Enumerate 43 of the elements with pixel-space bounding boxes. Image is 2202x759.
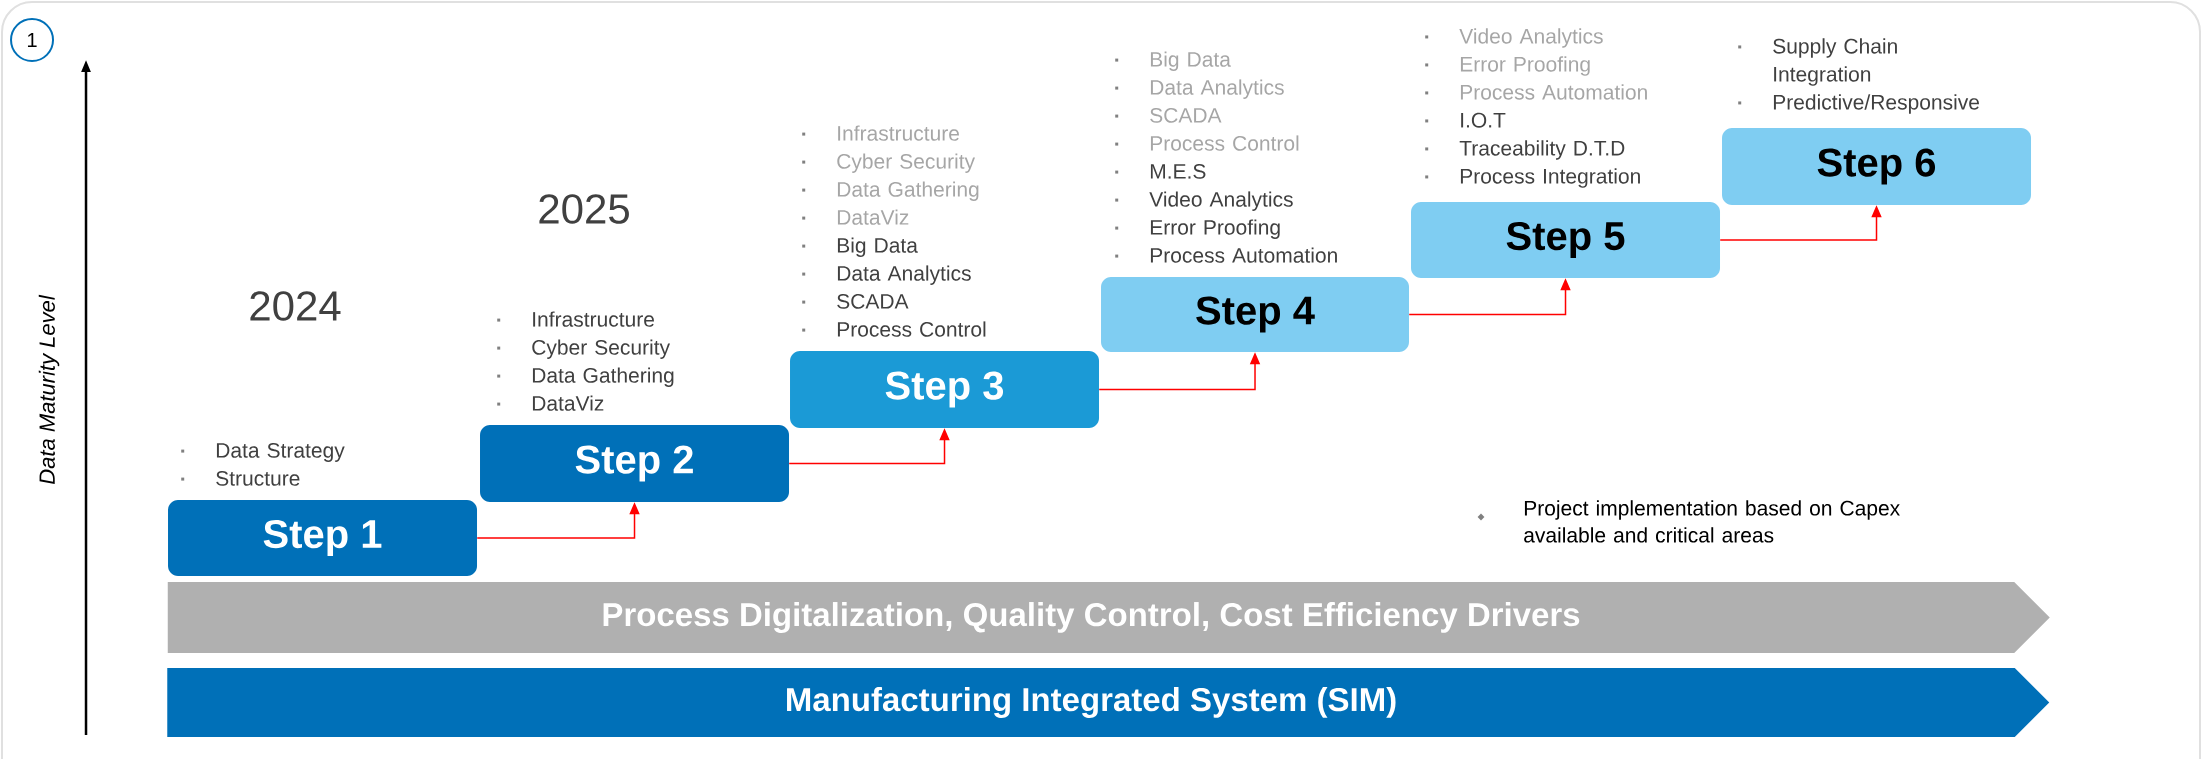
list-item: Video Analytics <box>1115 191 1293 211</box>
list-item: Data Strategy <box>181 442 345 462</box>
list-item: Traceability D.T.D <box>1425 140 1625 160</box>
list-item: Big Data <box>1115 51 1231 71</box>
list-item: Data Analytics <box>802 265 971 285</box>
axis-label: Data Maturity Level <box>38 294 60 485</box>
list-item: SCADA <box>1115 107 1222 123</box>
list-item: SCADA <box>802 293 909 309</box>
banner: Manufacturing Integrated System (SIM) <box>167 668 2050 737</box>
list-item: Data Gathering <box>497 367 674 387</box>
list-item: Data Gathering <box>802 181 979 201</box>
list-item: Process Integration <box>1425 168 1640 188</box>
list-item: Video Analytics <box>1425 28 1603 48</box>
year-label: 2025 <box>539 194 629 224</box>
list-item: Process Control <box>1115 135 1299 151</box>
step-box: Step 3 <box>790 351 1099 428</box>
list-item: Cyber Security <box>802 153 976 173</box>
step-box: Step 5 <box>1411 202 1720 278</box>
list-item: Process Automation <box>1425 84 1647 100</box>
list-item: DataViz <box>802 209 909 225</box>
list-item: Data Analytics <box>1115 79 1284 99</box>
note-text: Project implementation based on Capex available and critical areas <box>1524 500 1900 543</box>
list-item: Big Data <box>802 237 918 257</box>
step-box: Step 6 <box>1722 128 2031 205</box>
list-item: Infrastructure <box>802 125 959 141</box>
list-item: Cyber Security <box>497 339 671 359</box>
list-item: Infrastructure <box>497 311 654 327</box>
step-box: Step 4 <box>1101 277 1409 352</box>
list-item: M.E.S <box>1115 163 1206 179</box>
list-item: Process Automation <box>1115 247 1337 263</box>
year-label: 2024 <box>250 291 341 321</box>
banner: Process Digitalization, Quality Control, Cost Efficiency Drivers <box>167 582 2050 653</box>
list-item: I.O.T <box>1425 112 1506 128</box>
list-item: Predictive/Responsive <box>1738 94 1979 114</box>
number-badge: 1 <box>10 18 54 62</box>
list-item: DataViz <box>497 395 604 411</box>
list-item: Error Proofing <box>1115 219 1280 239</box>
list-item: Error Proofing <box>1425 56 1590 76</box>
step-box: Step 1 <box>168 500 477 576</box>
step-box: Step 2 <box>480 425 789 502</box>
list-item: Process Control <box>802 321 986 337</box>
list-item: Supply Chain Integration <box>1738 38 1897 86</box>
list-item: Structure <box>181 470 300 486</box>
